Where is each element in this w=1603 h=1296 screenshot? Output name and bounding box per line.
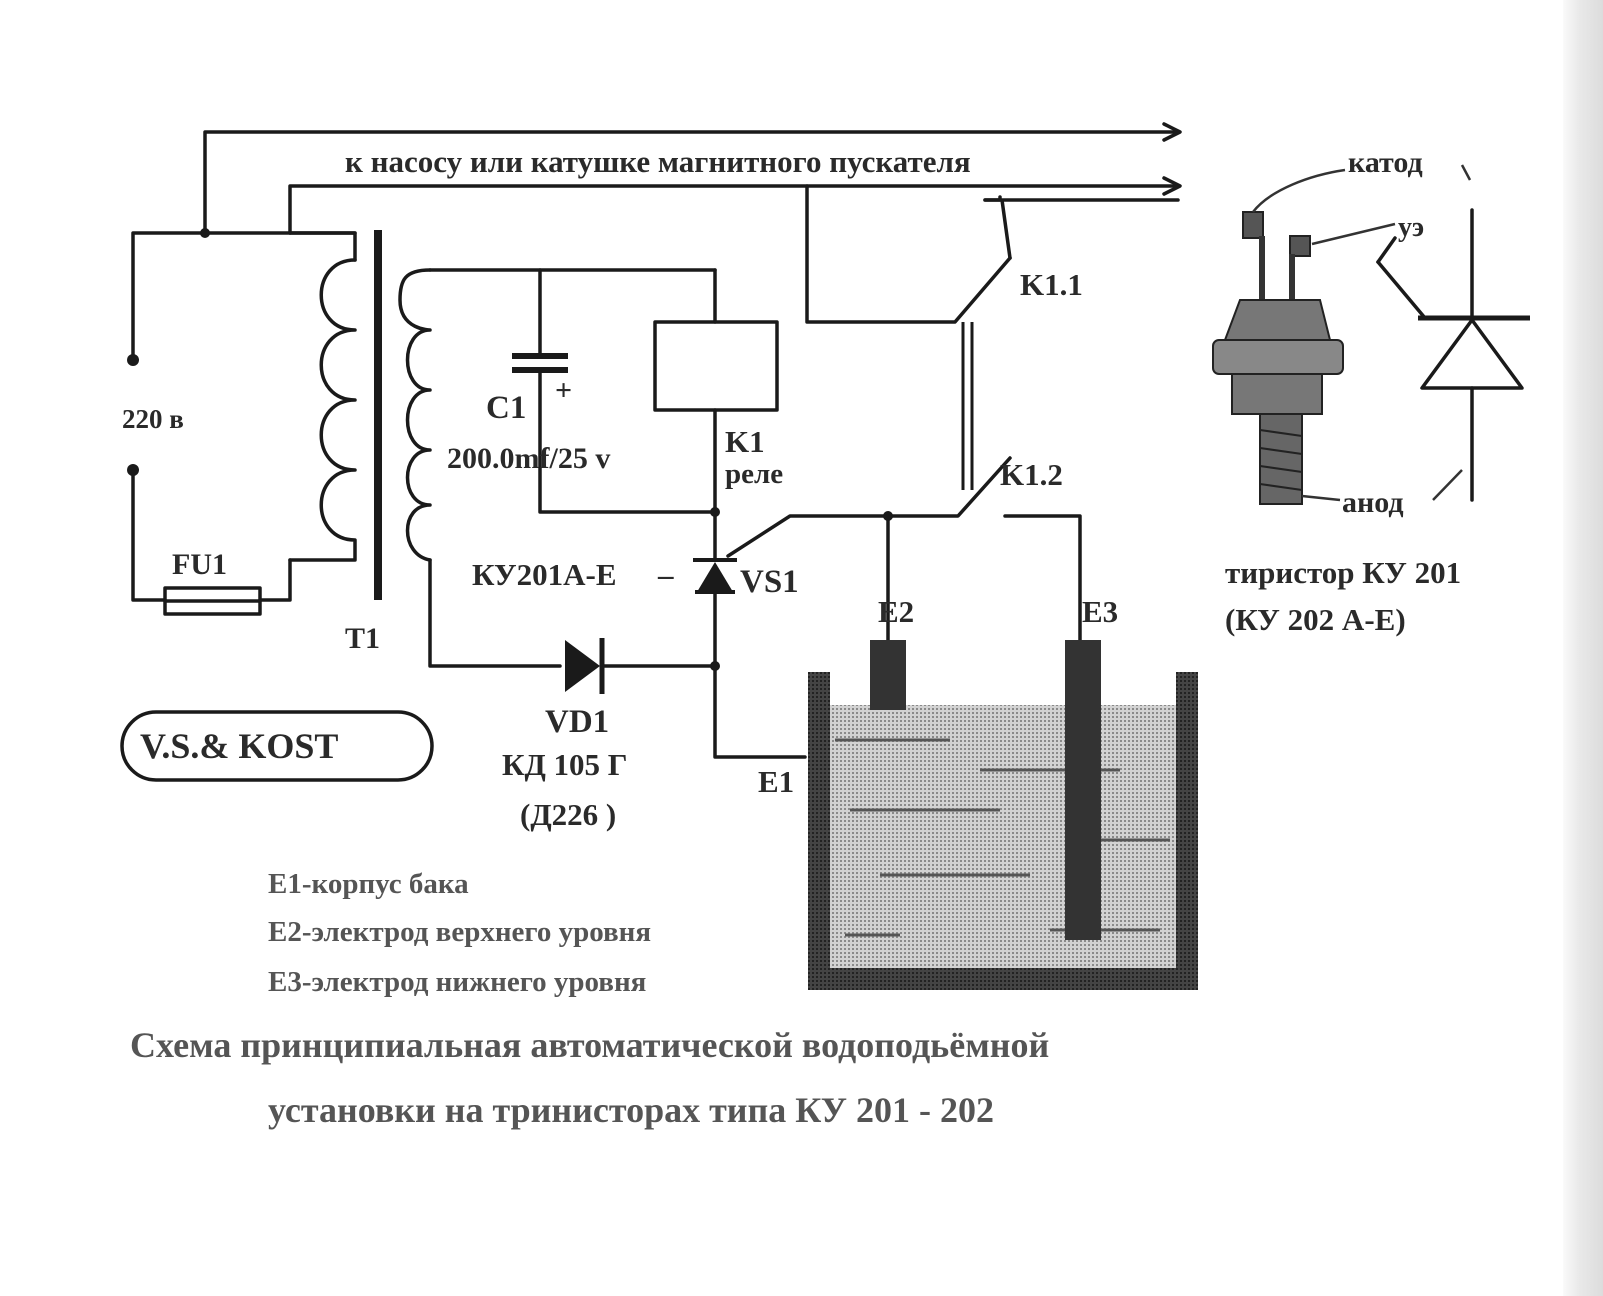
water-tank <box>808 672 1198 990</box>
capacitor-plus-label: + <box>555 374 572 407</box>
inset-title-line2: (КУ 202 А-Е) <box>1225 602 1406 637</box>
electrode-e2-label: E2 <box>878 594 914 629</box>
capacitor-symbol <box>512 268 717 514</box>
inset-gate-label: уэ <box>1398 212 1424 243</box>
mains-voltage-label: 220 в <box>122 404 184 434</box>
scan-edge-shadow <box>1563 0 1603 1296</box>
thyristor-vs1 <box>693 514 890 668</box>
terminal-bottom <box>127 464 139 476</box>
inset-cathode-label: катод <box>1348 146 1423 179</box>
thyristor-dash: – <box>657 557 674 592</box>
diode-part-label: КД 105 Г <box>502 747 628 782</box>
inset-pointer-lines <box>1252 164 1472 502</box>
inset-anode-label: анод <box>1342 486 1404 519</box>
relay-contacts <box>805 184 1180 642</box>
contact-k11-label: K1.1 <box>1020 267 1083 302</box>
terminal-top <box>127 354 139 366</box>
legend-item: E2-электрод верхнего уровня <box>268 916 651 948</box>
diode-alt-label: (Д226 ) <box>520 797 616 832</box>
capacitor-value-label: 200.0mf/25 v <box>447 442 610 475</box>
legend-item: E3-электрод нижнего уровня <box>268 966 646 998</box>
fuse-symbol <box>163 586 262 616</box>
thyristor-part-label: КУ201А-Е <box>472 557 617 592</box>
capacitor-ref-label: C1 <box>486 390 526 426</box>
legend-item: E1-корпус бака <box>268 868 469 900</box>
contact-k12-label: K1.2 <box>1000 457 1063 492</box>
inset-title-line1: тиристор КУ 201 <box>1225 555 1461 590</box>
brand-label: V.S.& KOST <box>140 726 338 766</box>
pump-output-lines <box>203 122 1182 235</box>
diode-vd1 <box>565 638 807 759</box>
caption-line-2: установки на тринисторах типа КУ 201 - 2… <box>268 1090 994 1130</box>
electrode-e1-label: E1 <box>758 764 794 799</box>
relay-coil <box>653 268 779 562</box>
thyristor-ref-label: VS1 <box>740 564 799 600</box>
caption-line-1: Схема принципиальная автоматической водо… <box>130 1025 1049 1065</box>
fuse-label: FU1 <box>172 548 227 581</box>
brand-oval <box>120 710 434 782</box>
electrode-e3-label: E3 <box>1082 594 1118 629</box>
electrode-e2-rod <box>870 640 906 710</box>
mains-input <box>127 228 357 602</box>
relay-ref-label: K1 <box>725 424 765 459</box>
diode-ref-label: VD1 <box>545 704 609 740</box>
relay-word-label: реле <box>725 458 783 490</box>
pump-caption: к насосу или катушке магнитного пускател… <box>345 144 971 179</box>
thyristor-package-drawing <box>1212 211 1344 505</box>
electrode-e3-rod <box>1065 640 1101 940</box>
thyristor-symbol-inset <box>1376 208 1530 502</box>
transformer-label: T1 <box>345 622 380 655</box>
